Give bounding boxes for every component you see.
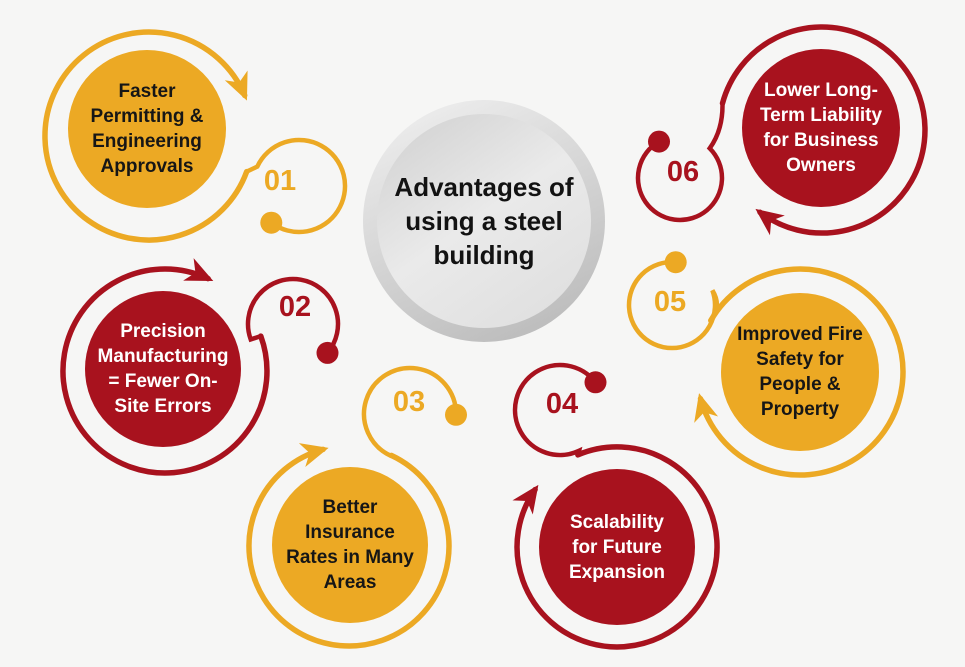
- item-circle-01: Faster Permitting & Engineering Approval…: [68, 50, 226, 208]
- page-title: Advantages of using a steel building: [377, 114, 591, 328]
- swirl-loop-icon: [244, 137, 348, 235]
- item-circle-06: Lower Long- Term Liability for Business …: [742, 49, 900, 207]
- swirl-dot-icon: [445, 403, 467, 426]
- swirl-arrow-icon: [694, 266, 906, 478]
- swirl-04: [512, 362, 720, 650]
- item-number-02: 02: [278, 291, 312, 323]
- swirl-06: [635, 24, 928, 236]
- swirl-arrow-icon: [719, 24, 928, 236]
- swirl-02: [60, 258, 341, 476]
- swirl-arrow-icon: [246, 443, 452, 649]
- swirl-01: [42, 29, 348, 243]
- item-number-05: 05: [653, 286, 687, 318]
- item-circle-04: Scalability for Future Expansion: [539, 469, 695, 625]
- swirl-loop-icon: [626, 259, 720, 351]
- swirl-dot-icon: [316, 341, 339, 364]
- swirl-arrow-icon: [60, 258, 270, 476]
- item-number-01: 01: [263, 165, 297, 197]
- swirl-dot-icon: [648, 130, 670, 153]
- item-number-03: 03: [392, 386, 426, 418]
- swirl-loop-icon: [635, 101, 725, 223]
- item-circle-02: Precision Manufacturing = Fewer On- Site…: [85, 291, 241, 447]
- center-circle: Advantages of using a steel building: [363, 100, 605, 342]
- swirl-dot-icon: [584, 371, 607, 394]
- swirl-loop-icon: [361, 365, 459, 459]
- swirl-dot-icon: [664, 251, 687, 274]
- swirl-dot-icon: [260, 211, 283, 234]
- item-number-06: 06: [666, 156, 700, 188]
- item-number-04: 04: [545, 388, 579, 420]
- swirl-05: [626, 251, 906, 478]
- swirl-arrow-icon: [512, 444, 720, 650]
- swirl-03: [246, 365, 467, 649]
- item-circle-03: Better Insurance Rates in Many Areas: [272, 467, 428, 623]
- swirl-loop-icon: [512, 362, 598, 458]
- item-circle-05: Improved Fire Safety for People & Proper…: [721, 293, 879, 451]
- swirl-arrow-icon: [42, 29, 250, 243]
- swirl-loop-icon: [245, 276, 341, 356]
